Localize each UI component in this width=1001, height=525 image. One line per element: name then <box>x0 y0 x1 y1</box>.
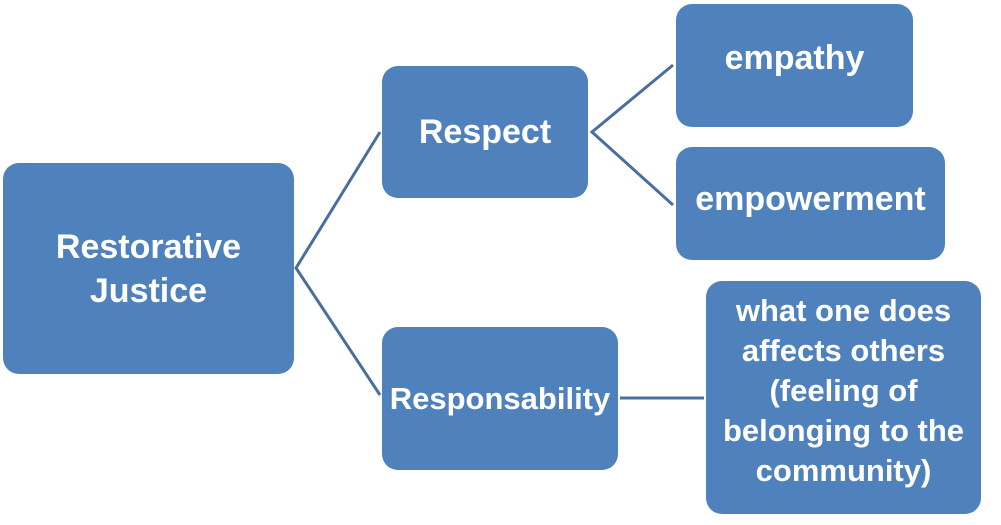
responsability-node: Responsability <box>382 327 618 470</box>
affects-others-node: what one does affects others (feeling of… <box>706 281 981 514</box>
responsability-label: Responsability <box>389 380 611 416</box>
affects-others-label: what one does affects others (feeling of… <box>722 292 965 488</box>
empathy-node: empathy <box>676 4 913 127</box>
restorative-justice-node: Restorative Justice <box>3 163 294 374</box>
empowerment-label: empowerment <box>695 180 926 218</box>
respect-node: Respect <box>382 66 588 198</box>
empowerment-node: empowerment <box>676 147 945 260</box>
empathy-label: empathy <box>724 39 865 77</box>
connector-respect-to-children <box>589 63 675 207</box>
connector-root-to-respect <box>294 131 382 396</box>
respect-label: Respect <box>418 112 552 151</box>
restorative-justice-label: Restorative Justice <box>55 227 242 310</box>
